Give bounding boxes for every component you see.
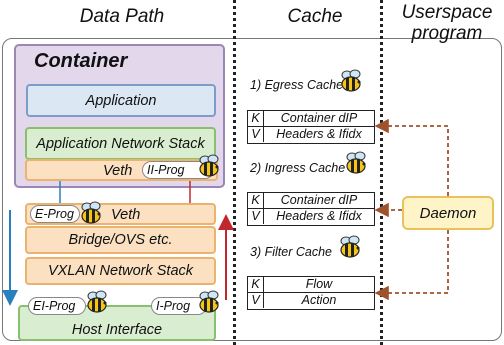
bee-icon <box>341 69 361 92</box>
app-network-stack-box: Application Network Stack <box>25 127 216 160</box>
bridge-box: Bridge/OVS etc. <box>25 226 216 254</box>
header-userspace-line2: program <box>411 23 483 44</box>
egress-cache-value-label: V <box>248 127 264 142</box>
header-data-path: Data Path <box>79 6 165 27</box>
divider-cache-userspace <box>380 0 383 345</box>
filter-cache-title: 3) Filter Cache <box>250 245 332 259</box>
bee-icon <box>87 290 107 313</box>
application-box: Application <box>26 84 216 117</box>
bee-icon <box>346 151 366 174</box>
daemon-to-filter-arrow <box>374 230 449 301</box>
ingress-cache-key-value: Container dIP <box>280 193 358 207</box>
daemon-box: Daemon <box>402 196 494 230</box>
ingress-cache-key-label: K <box>248 193 264 208</box>
egress-cache-key-label: K <box>248 111 264 126</box>
e-prog-tag: E-Prog <box>30 205 80 223</box>
egress-cache-row-value: V Headers & Ifidx <box>248 126 374 142</box>
ingress-cache-row-key: K Container dIP <box>248 193 374 208</box>
filter-cache-key-label: K <box>248 277 264 292</box>
ingress-cache-value-value: Headers & Ifidx <box>276 209 362 223</box>
i-prog-tag: I-Prog <box>151 297 207 315</box>
header-userspace: Userspace program <box>393 2 501 44</box>
container-label: Container <box>34 50 128 72</box>
container-veth-label: Veth <box>103 163 133 179</box>
egress-cache-table: K Container dIP V Headers & Ifidx <box>247 110 375 144</box>
egress-cache-value-value: Headers & Ifidx <box>276 127 362 141</box>
filter-cache-value-label: V <box>248 293 264 308</box>
daemon-to-egress-arrow <box>374 118 449 196</box>
bee-icon <box>199 290 219 313</box>
egress-cache-title: 1) Egress Cache <box>250 78 344 92</box>
filter-cache-value-value: Action <box>301 293 337 307</box>
host-veth-label: Veth <box>111 207 141 223</box>
ingress-cache-row-value: V Headers & Ifidx <box>248 208 374 224</box>
filter-cache-row-key: K Flow <box>248 277 374 292</box>
bee-icon <box>81 201 101 224</box>
egress-cache-key-value: Container dIP <box>280 111 358 125</box>
egress-cache-row-key: K Container dIP <box>248 111 374 126</box>
bee-icon <box>199 154 219 177</box>
ei-prog-tag: EI-Prog <box>28 297 86 315</box>
divider-datapath-cache <box>233 0 236 345</box>
filter-cache-key-value: Flow <box>305 277 333 291</box>
header-cache: Cache <box>287 6 343 27</box>
ingress-cache-table: K Container dIP V Headers & Ifidx <box>247 192 375 226</box>
filter-cache-table: K Flow V Action <box>247 276 375 310</box>
header-userspace-line1: Userspace <box>401 2 493 23</box>
filter-cache-row-value: V Action <box>248 292 374 308</box>
ingress-cache-value-label: V <box>248 209 264 224</box>
ii-prog-tag: II-Prog <box>142 161 214 179</box>
ingress-cache-title: 2) Ingress Cache <box>250 161 346 175</box>
bee-icon <box>340 235 360 258</box>
vxlan-stack-box: VXLAN Network Stack <box>25 257 216 285</box>
